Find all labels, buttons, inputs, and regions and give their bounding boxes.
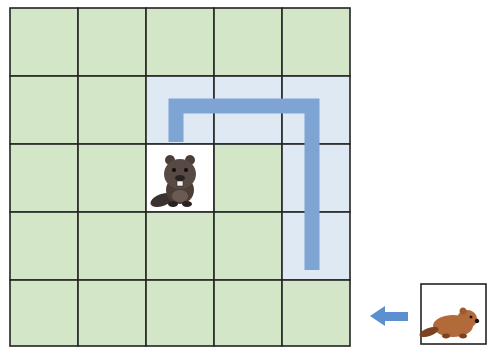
board-cell-r3-c0[interactable] <box>10 212 78 280</box>
board-cell-r0-c2[interactable] <box>146 8 214 76</box>
board-cell-r0-c1[interactable] <box>78 8 146 76</box>
board-cell-r1-c1[interactable] <box>78 76 146 144</box>
board-cell-r4-c3[interactable] <box>214 280 282 346</box>
board-cell-r4-c1[interactable] <box>78 280 146 346</box>
board-cell-r4-c2[interactable] <box>146 280 214 346</box>
board-cell-r3-c2[interactable] <box>146 212 214 280</box>
board-cell-r4-c0[interactable] <box>10 280 78 346</box>
board-cell-r0-c0[interactable] <box>10 8 78 76</box>
board-cell-r3-c3[interactable] <box>214 212 282 280</box>
board-cell-r0-c4[interactable] <box>282 8 350 76</box>
board-cell-r3-c1[interactable] <box>78 212 146 280</box>
board-cell-r1-c0[interactable] <box>10 76 78 144</box>
board-cell-r0-c3[interactable] <box>214 8 282 76</box>
board-cell-r4-c4[interactable] <box>282 280 350 346</box>
board-cell-r2-c0[interactable] <box>10 144 78 212</box>
board-cell-r2-c1[interactable] <box>78 144 146 212</box>
next-piece-box[interactable] <box>418 284 486 344</box>
arrow-left-icon <box>370 306 408 326</box>
board-cell-r2-c3[interactable] <box>214 144 282 212</box>
